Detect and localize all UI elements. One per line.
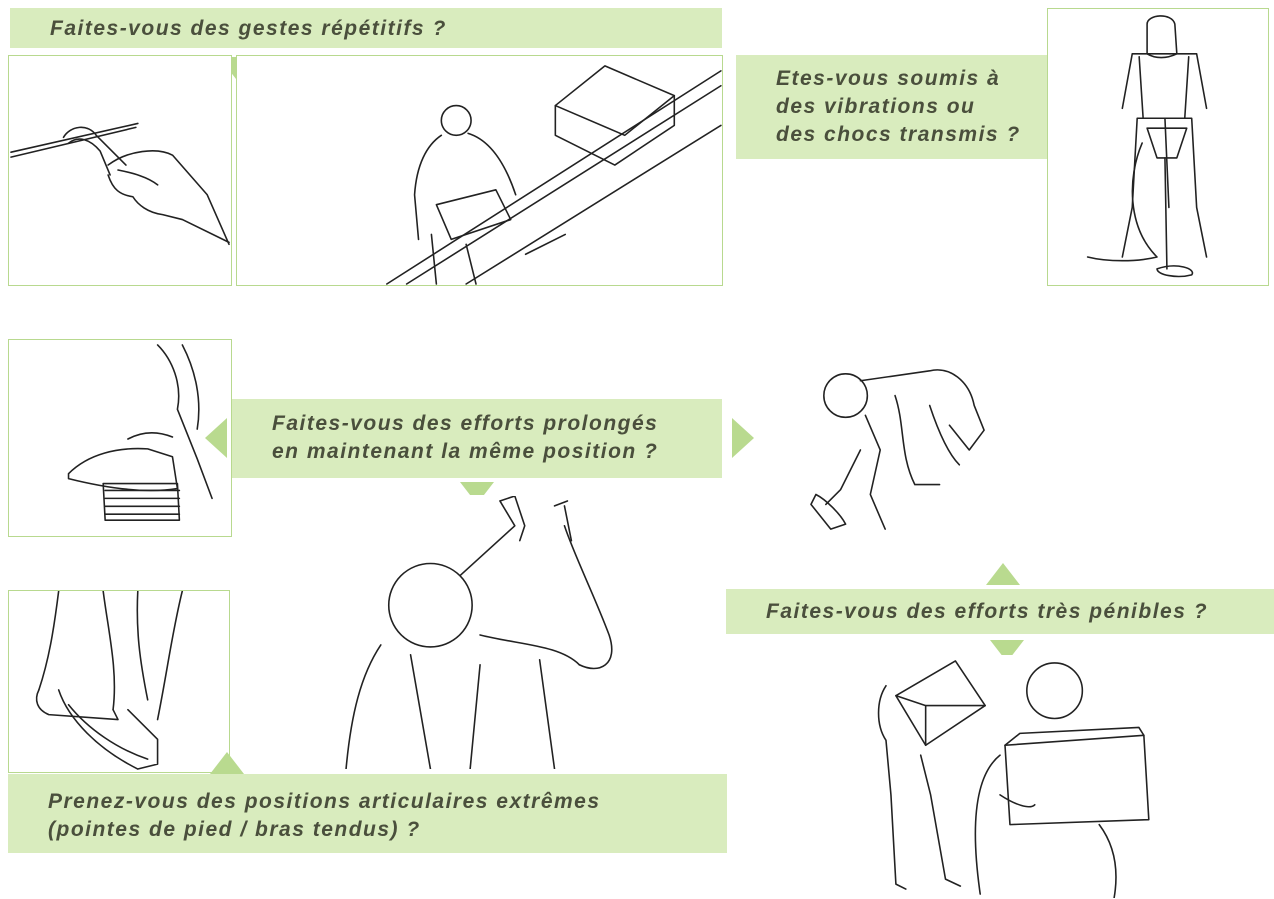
worker-carrying-box-on-ramp-illustration (236, 55, 723, 286)
hand-on-stack-illustration (8, 339, 232, 537)
workers-carrying-boxes-illustration (850, 655, 1160, 899)
painter-kneeling-roller-illustration (800, 355, 1000, 540)
question-prolonged-line-2: en maintenant la même position ? (272, 440, 659, 463)
question-extreme-line-1: Prenez-vous des positions articulaires e… (48, 790, 601, 813)
question-vibrations-line-3: des chocs transmis ? (776, 123, 1021, 146)
question-repetitive-text: Faites-vous des gestes répétitifs ? (50, 17, 447, 40)
question-extreme-line-2: (pointes de pied / bras tendus) ? (48, 818, 421, 841)
pliers-hand-illustration (8, 55, 232, 286)
jackhammer-worker-illustration (1047, 8, 1269, 286)
arrow-right-icon (732, 418, 754, 458)
feet-on-tiptoe-illustration (8, 590, 230, 773)
question-vibrations-line-2: des vibrations ou (776, 95, 976, 118)
question-strenuous-text: Faites-vous des efforts très pénibles ? (766, 600, 1209, 623)
arrow-up-icon (210, 752, 244, 774)
arrow-up-icon (986, 563, 1020, 585)
arrow-left-icon (205, 418, 227, 458)
worker-arms-raised-hammer-illustration (340, 495, 640, 770)
question-vibrations-banner: Etes-vous soumis à des vibrations ou des… (736, 55, 1048, 159)
question-prolonged-banner: Faites-vous des efforts prolongés en mai… (232, 399, 722, 478)
question-repetitive-banner: Faites-vous des gestes répétitifs ? (10, 8, 722, 48)
question-strenuous-banner: Faites-vous des efforts très pénibles ? (726, 589, 1274, 634)
question-extreme-banner: Prenez-vous des positions articulaires e… (8, 774, 727, 853)
question-vibrations-line-1: Etes-vous soumis à (776, 67, 1001, 90)
question-prolonged-line-1: Faites-vous des efforts prolongés (272, 412, 659, 435)
